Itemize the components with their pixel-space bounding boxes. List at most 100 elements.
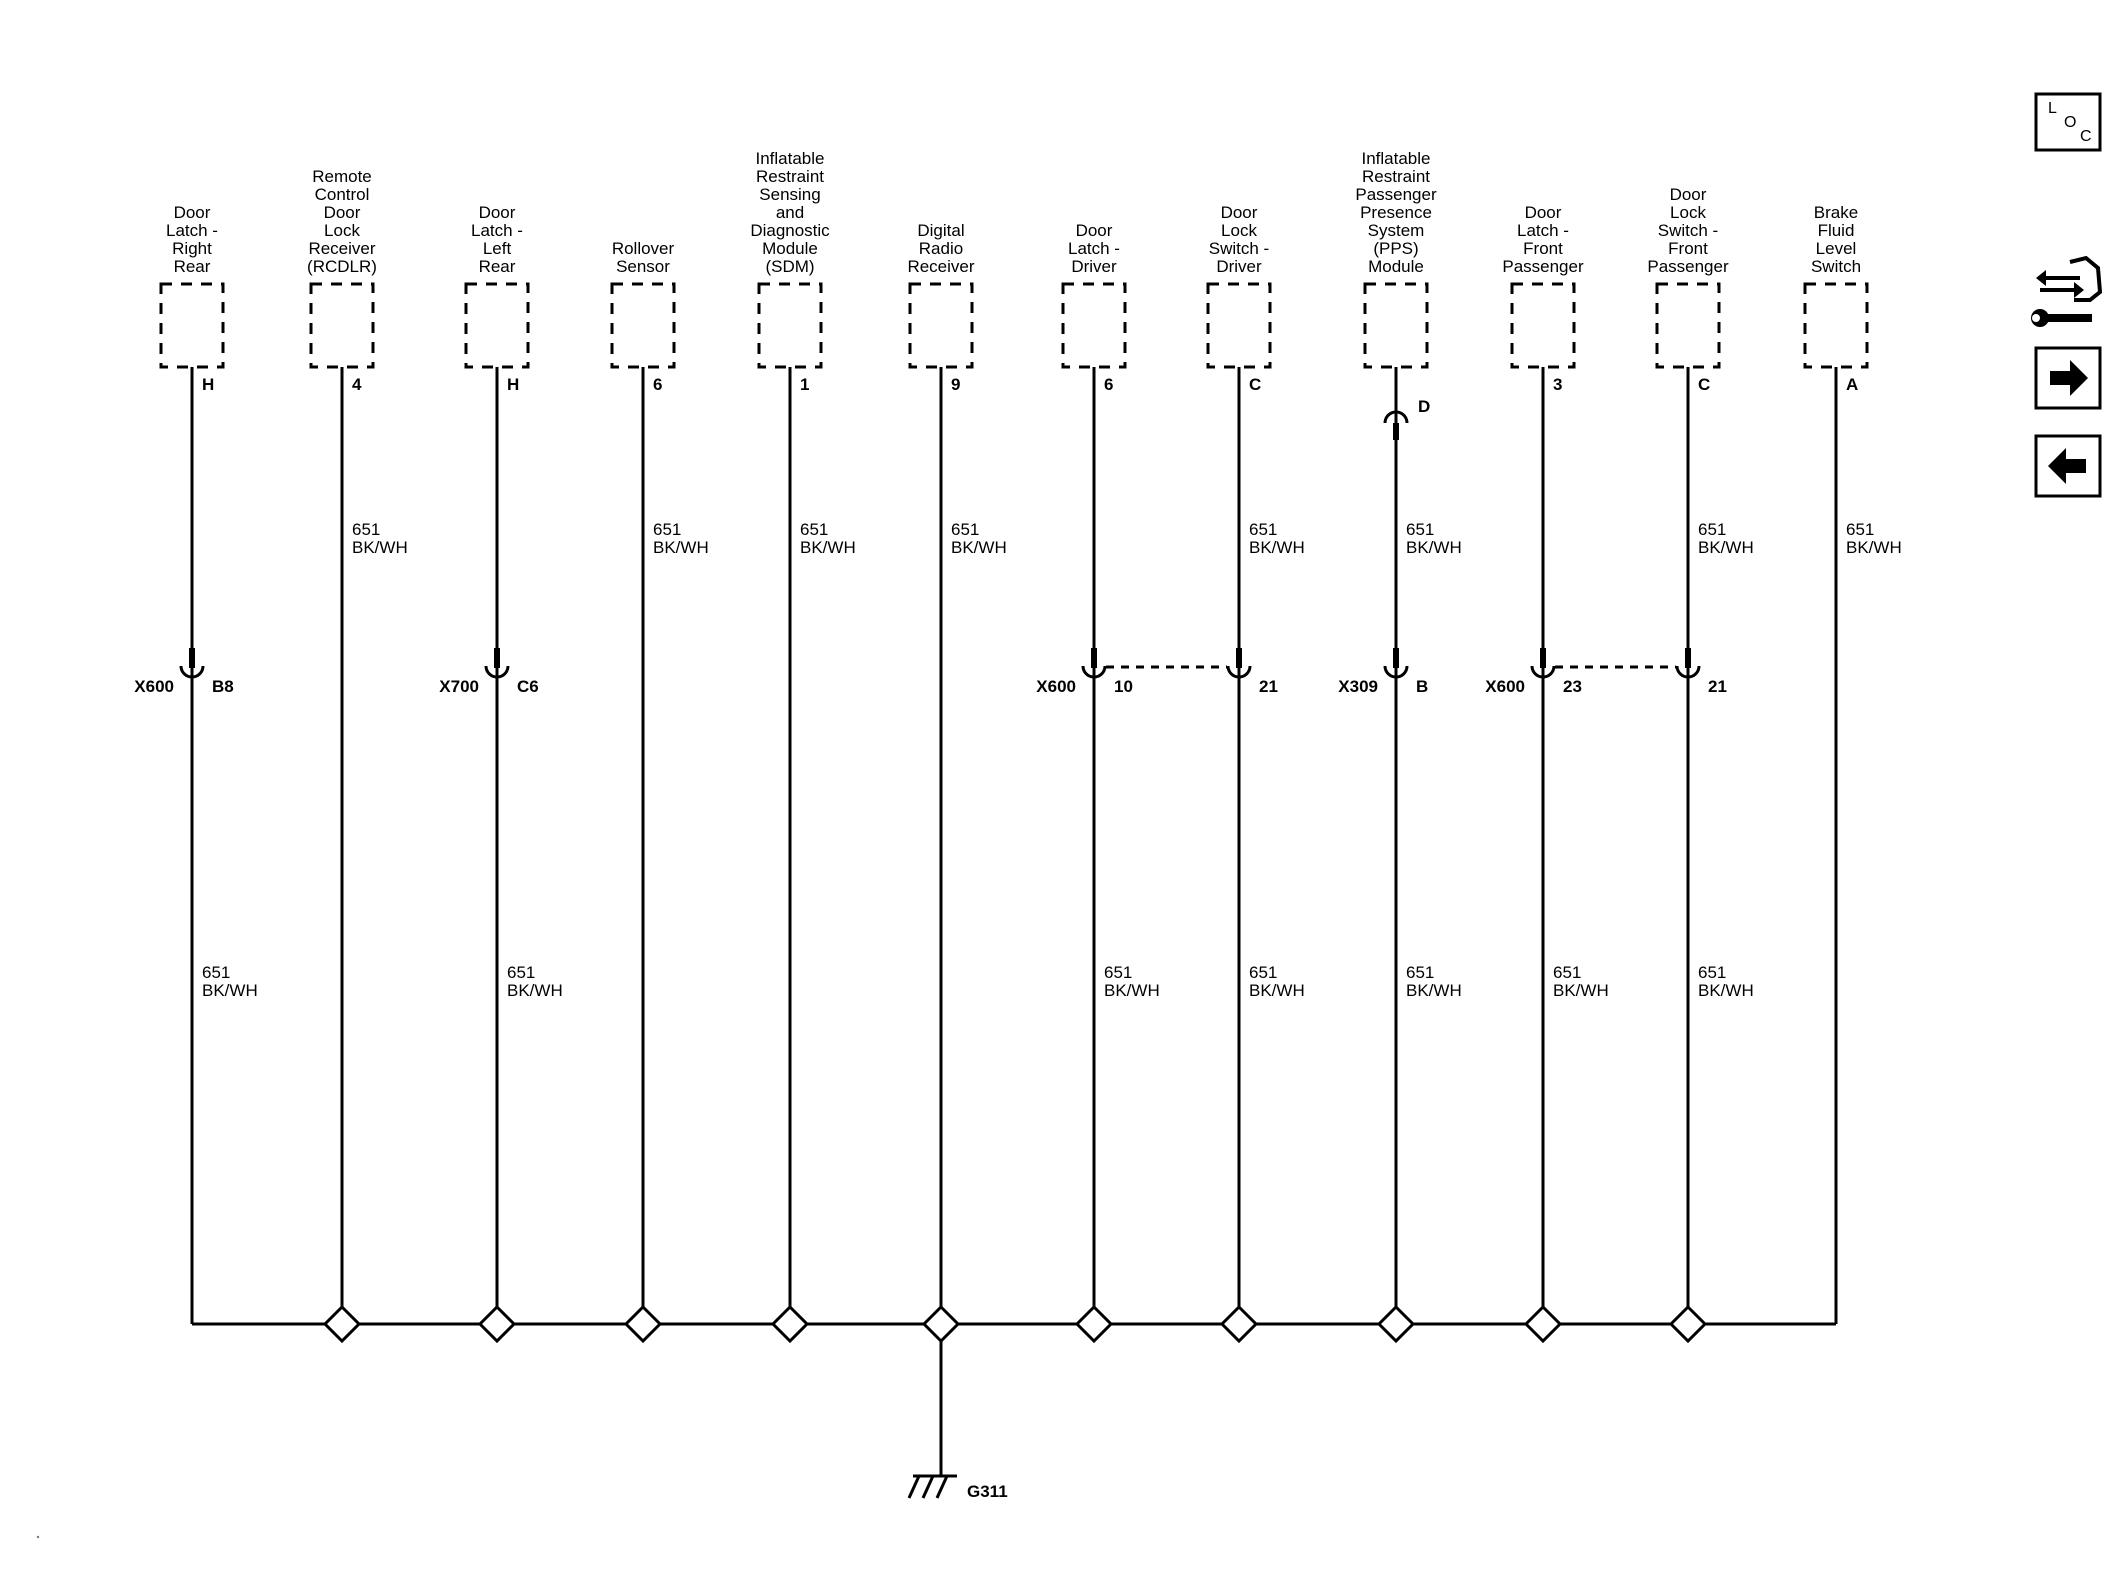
inline-connector-label: D <box>1418 397 1430 416</box>
component-title-line: Sensing <box>759 185 820 204</box>
component-title-line: Door <box>1076 221 1113 240</box>
connector-pin <box>1540 648 1546 668</box>
component-pin: 9 <box>951 375 960 394</box>
arrow-right-icon <box>2050 360 2088 396</box>
loc-letter-c: C <box>2080 128 2092 145</box>
wire-color-label: BK/WH <box>1846 538 1902 557</box>
component-pin: 6 <box>653 375 662 394</box>
connector-socket <box>1530 665 1556 679</box>
arrow-left-icon <box>2048 448 2086 484</box>
connector-socket <box>484 665 510 679</box>
connector-pin <box>189 648 195 668</box>
component-box <box>1803 282 1869 369</box>
component-title-line: Switch <box>1811 257 1861 276</box>
component-title-line: Door <box>479 203 516 222</box>
wire-circuit-label: 651 <box>800 520 828 539</box>
splice-point <box>1219 1304 1259 1344</box>
loc-letter-l: L <box>2048 100 2057 117</box>
wire-circuit-label: 651 <box>1249 520 1277 539</box>
connector-socket <box>1675 665 1701 679</box>
connector-pin-label: C6 <box>517 677 539 696</box>
connector-pin <box>494 648 500 668</box>
component-title-line: Rear <box>174 257 211 276</box>
splice-point <box>322 1304 362 1344</box>
ground-hatch <box>935 1475 949 1499</box>
scan-dot <box>36 1535 40 1539</box>
splice-point <box>1074 1304 1114 1344</box>
connector-pin-label: 21 <box>1708 677 1727 696</box>
wire-color-label: BK/WH <box>1406 981 1462 1000</box>
component-box <box>159 282 225 369</box>
component-box <box>1061 282 1127 369</box>
component-title-line: Driver <box>1216 257 1262 276</box>
connector-pin <box>1685 648 1691 668</box>
component-title-line: and <box>776 203 804 222</box>
wire-color-label: BK/WH <box>800 538 856 557</box>
component-title-line: Latch - <box>166 221 218 240</box>
component-title-line: Right <box>172 239 212 258</box>
component-title-line: Latch - <box>1517 221 1569 240</box>
wire-color-label: BK/WH <box>951 538 1007 557</box>
component-title-line: Driver <box>1071 257 1117 276</box>
connector-name: X700 <box>439 677 479 696</box>
wire-circuit-label: 651 <box>1698 963 1726 982</box>
component-title-line: Module <box>762 239 818 258</box>
wire-color-label: BK/WH <box>1698 538 1754 557</box>
component-pin: C <box>1249 375 1261 394</box>
wire-circuit-label: 651 <box>1698 520 1726 539</box>
component-title-line: Rollover <box>612 239 675 258</box>
component-title-line: Level <box>1816 239 1857 258</box>
component-title-line: Left <box>483 239 512 258</box>
splice-point <box>770 1304 810 1344</box>
component-title-line: Sensor <box>616 257 670 276</box>
connector-wrench-icon[interactable] <box>2031 255 2103 327</box>
component-title-line: Latch - <box>1068 239 1120 258</box>
next-page-button[interactable] <box>2034 346 2102 410</box>
connector-name: X600 <box>134 677 174 696</box>
component-title-line: Door <box>1525 203 1562 222</box>
component-title-line: Latch - <box>471 221 523 240</box>
wire-color-label: BK/WH <box>653 538 709 557</box>
location-button[interactable]: L O C <box>2034 92 2102 152</box>
wire-circuit-label: 651 <box>1104 963 1132 982</box>
component-2[interactable]: RemoteControlDoorLockReceiver(RCDLR)4651… <box>307 167 408 1324</box>
component-box <box>610 282 676 369</box>
connector-pin-label: 21 <box>1259 677 1278 696</box>
wire-color-label: BK/WH <box>1104 981 1160 1000</box>
component-title-line: Switch - <box>1209 239 1269 258</box>
component-title-line: Control <box>315 185 370 204</box>
ground-symbol: G311 <box>907 1341 1008 1501</box>
loc-letter-o: O <box>2064 114 2076 131</box>
component-pin: H <box>202 375 214 394</box>
wire-circuit-label: 651 <box>352 520 380 539</box>
connector-socket <box>1383 665 1409 679</box>
component-box <box>309 282 375 369</box>
previous-page-button[interactable] <box>2034 434 2102 498</box>
component-title-line: (PPS) <box>1373 239 1418 258</box>
component-pin: 1 <box>800 375 809 394</box>
ground-bus <box>192 1304 1836 1344</box>
component-box <box>1206 282 1272 369</box>
component-title-line: Inflatable <box>756 149 825 168</box>
component-title-line: Rear <box>479 257 516 276</box>
inline-connector-symbol <box>1383 410 1409 424</box>
component-9[interactable]: InflatableRestraintPassengerPresenceSyst… <box>1338 149 1462 1324</box>
wire-circuit-label: 651 <box>202 963 230 982</box>
wire-circuit-label: 651 <box>1406 520 1434 539</box>
component-5[interactable]: InflatableRestraintSensingandDiagnosticM… <box>750 149 856 1324</box>
connector-pin <box>1091 648 1097 668</box>
wire-color-label: BK/WH <box>1249 538 1305 557</box>
splice-point <box>1523 1304 1563 1344</box>
component-title-line: Module <box>1368 257 1424 276</box>
component-box <box>908 282 974 369</box>
